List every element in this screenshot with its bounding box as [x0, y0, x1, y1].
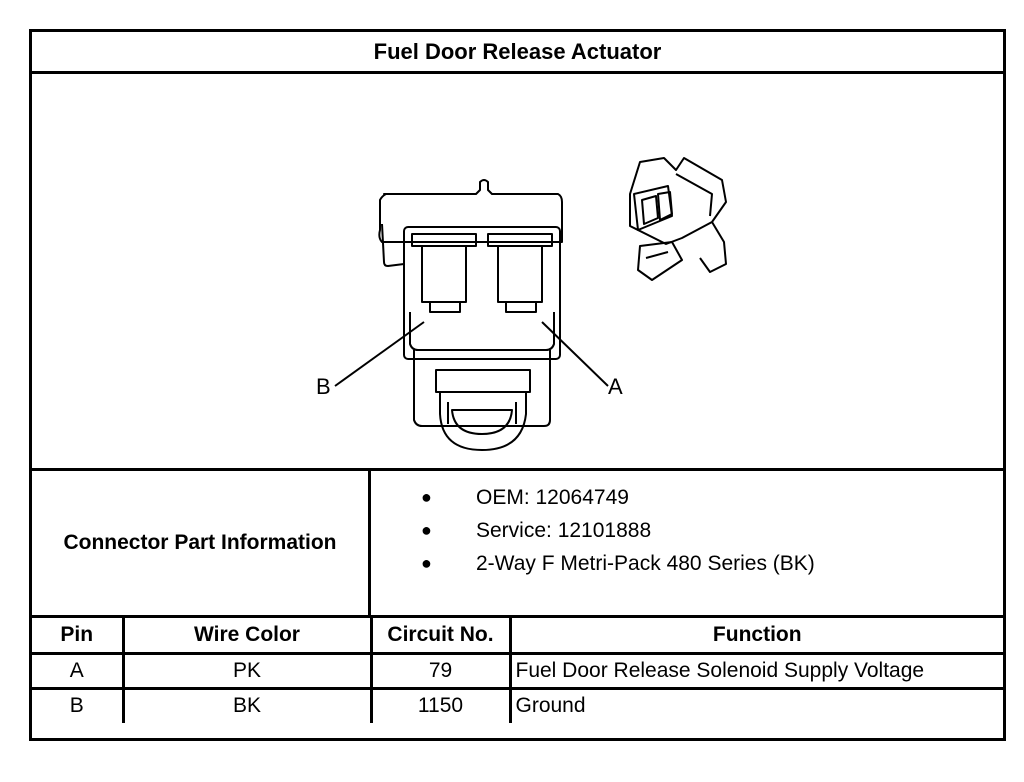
list-item: ●OEM: 12064749 — [371, 481, 1003, 514]
connector-diagram: B A — [32, 74, 1003, 468]
bullet-icon: ● — [421, 553, 432, 573]
cell-function: Ground — [508, 686, 1003, 723]
cell-wire-color: BK — [121, 686, 373, 723]
header-pin: Pin — [32, 618, 125, 655]
list-item: ●2-Way F Metri-Pack 480 Series (BK) — [371, 547, 1003, 580]
header-function: Function — [508, 618, 1003, 655]
table-row: A PK 79 Fuel Door Release Solenoid Suppl… — [32, 651, 1003, 690]
latch-housing — [413, 350, 551, 427]
connector-info-label: Connector Part Information — [32, 471, 371, 615]
cell-pin: A — [32, 651, 125, 690]
leader-line-b — [334, 321, 425, 387]
connector-body — [378, 179, 563, 243]
connector-face — [403, 226, 561, 360]
bullet-icon: ● — [421, 487, 432, 507]
cell-wire-color: PK — [121, 651, 373, 690]
cell-circuit: 79 — [369, 651, 512, 690]
terminal-cavity-b — [411, 233, 477, 313]
header-wire-color: Wire Color — [121, 618, 373, 655]
connector-drawing: B A — [316, 157, 727, 451]
pin-table: Pin Wire Color Circuit No. Function A PK… — [32, 618, 1003, 723]
table-row: B BK 1150 Ground — [32, 686, 1003, 723]
table-header-row: Pin Wire Color Circuit No. Function — [32, 618, 1003, 655]
connector-side-tab — [381, 223, 405, 267]
page-title: Fuel Door Release Actuator — [32, 32, 1003, 74]
latch — [439, 392, 527, 451]
pin-label-a: A — [608, 374, 623, 399]
cell-pin: B — [32, 686, 125, 723]
connector-info-list: ●OEM: 12064749 ●Service: 12101888 ●2-Way… — [371, 471, 1003, 625]
leader-line-a — [541, 321, 609, 387]
bullet-icon: ● — [421, 520, 432, 540]
connector-info-section: Connector Part Information ●OEM: 1206474… — [32, 468, 1003, 618]
terminal-cavity-a — [487, 233, 553, 313]
cell-function: Fuel Door Release Solenoid Supply Voltag… — [508, 651, 1003, 690]
connector-sheet: Fuel Door Release Actuator — [29, 29, 1006, 741]
connector-3d-view — [629, 157, 727, 281]
cell-circuit: 1150 — [369, 686, 512, 723]
list-item: ●Service: 12101888 — [371, 514, 1003, 547]
header-circuit: Circuit No. — [369, 618, 512, 655]
pin-label-b: B — [316, 374, 331, 399]
